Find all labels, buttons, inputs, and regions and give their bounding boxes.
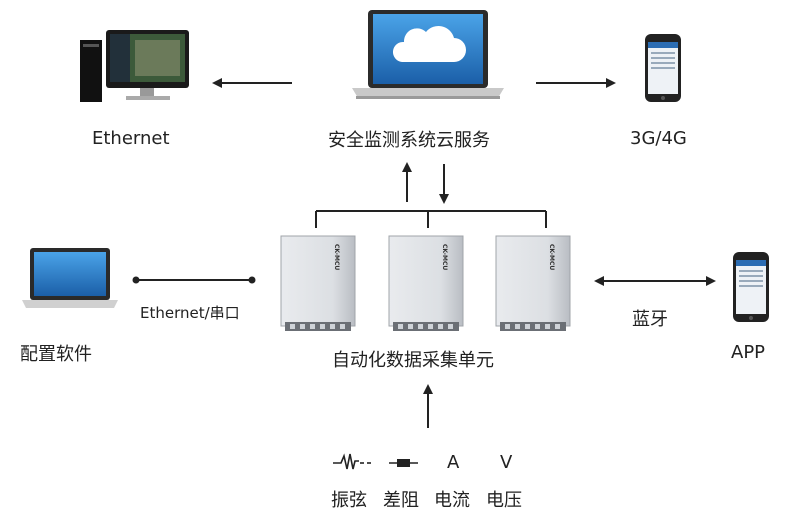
svg-text:CK-MCU: CK-MCU [441,244,448,270]
bluetooth-label: 蓝牙 [632,309,668,330]
acquisition-unit-3: CK-MCU [495,235,571,331]
resistor-symbol [389,459,418,467]
mobile-network-label: 3G/4G [630,128,687,149]
current-symbol: A [447,452,460,473]
acquisition-unit-1: CK-MCU [280,235,356,331]
sensor-label-voltage: 电压 [486,490,522,511]
app-phone-icon [733,252,769,322]
sensor-label-differential-resistance: 差阻 [383,490,419,511]
ethernet-serial-label: Ethernet/串口 [140,304,240,322]
sensor-label-vibrating-wire: 振弦 [331,490,367,511]
cloud-laptop-icon [352,10,504,99]
units-bracket [315,210,547,228]
smartphone-icon [645,34,681,102]
desktop-pc-icon [80,30,189,102]
ethernet-serial-link [132,276,256,284]
config-software-label: 配置软件 [20,344,92,365]
voltage-symbol: V [500,452,513,473]
acquisition-units-label: 自动化数据采集单元 [332,350,494,371]
sensor-label-current: 电流 [434,490,470,511]
acquisition-unit-2: CK-MCU [388,235,464,331]
laptop-icon [22,248,118,308]
app-label: APP [731,342,766,363]
svg-text:CK-MCU: CK-MCU [333,244,340,270]
vibrating-wire-symbol [333,453,371,470]
ethernet-label: Ethernet [92,128,170,149]
cloud-service-label: 安全监测系统云服务 [328,130,490,151]
svg-text:CK-MCU: CK-MCU [548,244,555,270]
